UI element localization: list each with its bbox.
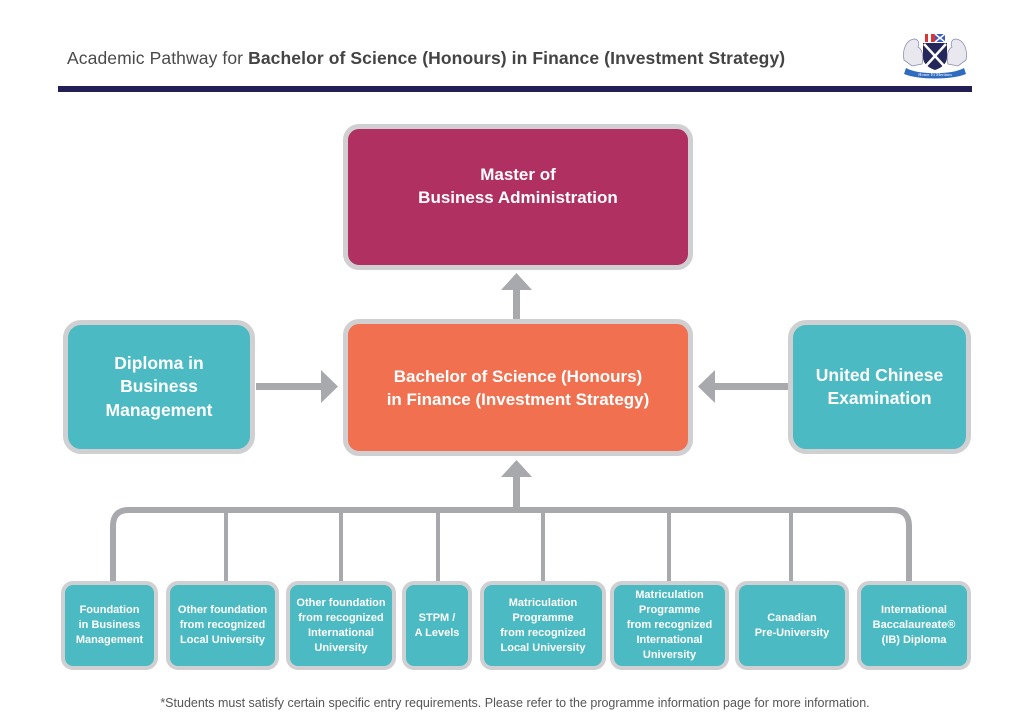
node-label: Other foundation from recognized Local U… bbox=[177, 604, 268, 646]
node-label: STPM / A Levels bbox=[414, 611, 460, 639]
node-other-foundation-local: Other foundation from recognized Local U… bbox=[166, 581, 279, 670]
node-label: Bachelor of Science (Honours) in Finance… bbox=[386, 366, 650, 409]
connector-foundation-trunk bbox=[513, 475, 520, 510]
arrowhead-up-degree bbox=[501, 460, 532, 477]
node-label: Other foundation from recognized Interna… bbox=[296, 596, 386, 654]
connector-diploma-to-degree bbox=[256, 383, 324, 390]
node-label: Diploma in Business Management bbox=[105, 352, 213, 420]
node-label: Matriculation Programme from recognized … bbox=[500, 596, 586, 654]
node-bsc-finance-investment-strategy: Bachelor of Science (Honours) in Finance… bbox=[343, 319, 693, 456]
node-canadian-pre-university: Canadian Pre-University bbox=[735, 581, 849, 670]
arrowhead-left-degree bbox=[698, 370, 715, 403]
node-label: Master of Business Administration bbox=[418, 165, 618, 207]
page-title: Academic Pathway for Bachelor of Science… bbox=[67, 48, 785, 69]
node-other-foundation-international: Other foundation from recognized Interna… bbox=[286, 581, 396, 670]
node-label: Foundation in Business Management bbox=[75, 604, 144, 646]
title-programme: Bachelor of Science (Honours) in Finance… bbox=[248, 48, 786, 68]
node-label: United Chinese Examination bbox=[815, 364, 944, 409]
node-united-chinese-examination: United Chinese Examination bbox=[788, 320, 971, 454]
node-diploma-business-management: Diploma in Business Management bbox=[63, 320, 255, 454]
connector-degree-to-master bbox=[513, 288, 520, 320]
title-prefix: Academic Pathway for bbox=[67, 48, 249, 68]
university-crest-icon: Honor Et Meritum bbox=[898, 30, 972, 80]
node-matriculation-international: Matriculation Programme from recognized … bbox=[610, 581, 729, 670]
node-international-baccalaureate: International Baccalaureate® (IB) Diplom… bbox=[857, 581, 971, 670]
footnote: *Students must satisfy certain specific … bbox=[160, 696, 870, 710]
node-label: International Baccalaureate® (IB) Diplom… bbox=[872, 604, 956, 646]
node-matriculation-local: Matriculation Programme from recognized … bbox=[480, 581, 606, 670]
connector-uec-to-degree bbox=[712, 383, 792, 390]
header-divider bbox=[58, 86, 972, 92]
node-stpm-a-levels: STPM / A Levels bbox=[402, 581, 472, 670]
node-foundation-business-management: Foundation in Business Management bbox=[61, 581, 158, 670]
arrowhead-up-master bbox=[501, 273, 532, 290]
node-master-business-administration: Master of Business Administration bbox=[343, 124, 693, 270]
connector-bus bbox=[110, 507, 912, 582]
arrowhead-right-degree bbox=[321, 370, 338, 403]
node-label: Canadian Pre-University bbox=[754, 611, 830, 639]
logo-motto: Honor Et Meritum bbox=[918, 72, 952, 77]
node-label: Matriculation Programme from recognized … bbox=[626, 589, 713, 661]
